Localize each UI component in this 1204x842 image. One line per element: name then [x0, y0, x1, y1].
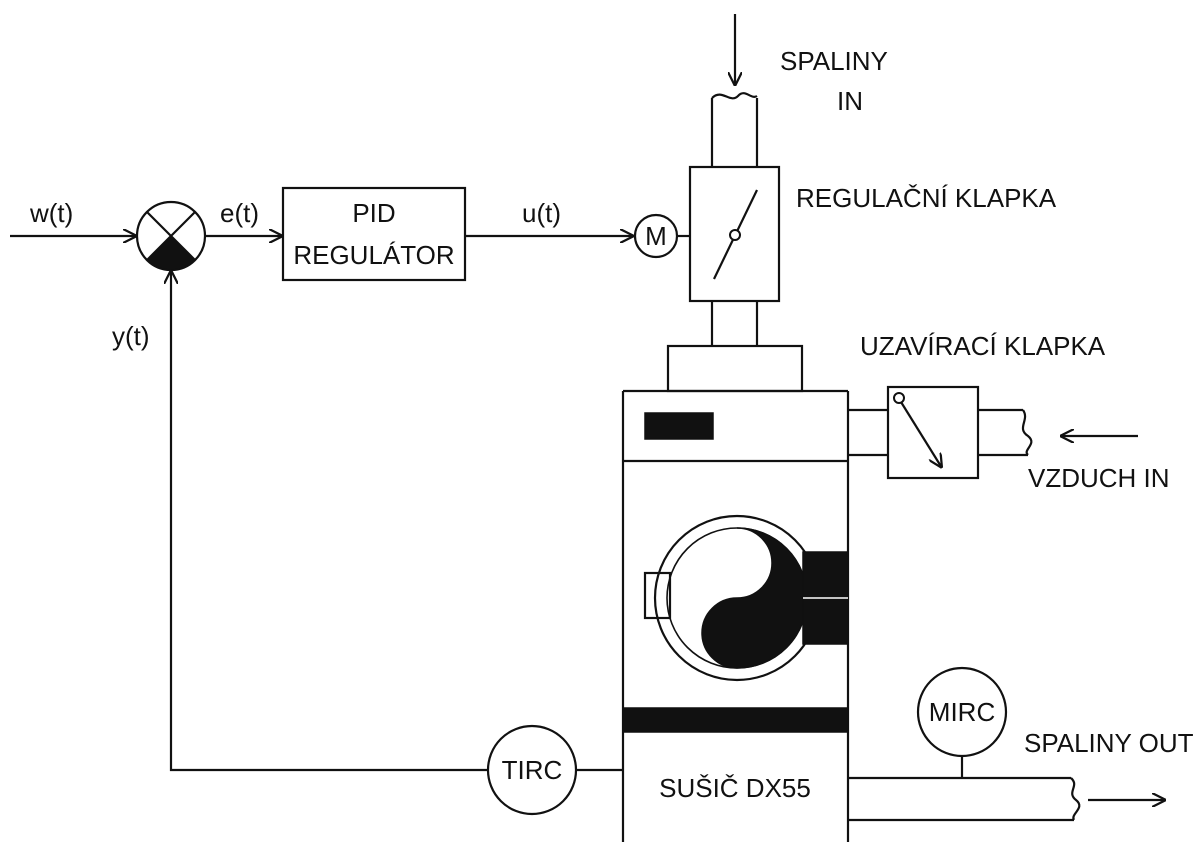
feedback-line — [171, 270, 488, 772]
dryer-band — [622, 707, 849, 733]
dryer-label: SUŠIČ DX55 — [659, 773, 811, 803]
feedback-label: y(t) — [112, 321, 150, 351]
control-signal-label: u(t) — [522, 198, 561, 228]
mirc-label: MIRC — [929, 697, 995, 727]
flue-in-label-1: SPALINY — [780, 46, 888, 76]
shutoff-damper — [848, 385, 1033, 480]
flue-out-label: SPALINY OUT — [1024, 728, 1194, 758]
summing-junction — [135, 200, 207, 272]
regulator-label: REGULÁTOR — [293, 240, 454, 270]
control-panel — [644, 412, 714, 440]
tirc-label: TIRC — [502, 755, 563, 785]
mirc-instrument: MIRC — [916, 666, 1008, 778]
flue-gas-outlet-duct — [848, 776, 1166, 822]
air-in-label: VZDUCH IN — [1028, 463, 1170, 493]
control-damper — [688, 165, 781, 303]
door-handle — [643, 571, 672, 620]
flue-gas-inlet-duct — [710, 14, 759, 167]
duct-collar — [666, 344, 804, 393]
tirc-instrument: TIRC — [486, 724, 623, 816]
setpoint-label: w(t) — [29, 198, 73, 228]
motor-actuator: M — [633, 213, 690, 259]
control-damper-label: REGULAČNÍ KLAPKA — [796, 183, 1057, 213]
motor-label: M — [645, 221, 667, 251]
shutoff-damper-label: UZAVÍRACÍ KLAPKA — [860, 331, 1106, 361]
dryer-unit — [621, 389, 850, 842]
pid-regulator-block: PID REGULÁTOR — [281, 186, 467, 282]
pid-label: PID — [352, 198, 395, 228]
error-label: e(t) — [220, 198, 259, 228]
flue-in-label-2: IN — [837, 86, 863, 116]
